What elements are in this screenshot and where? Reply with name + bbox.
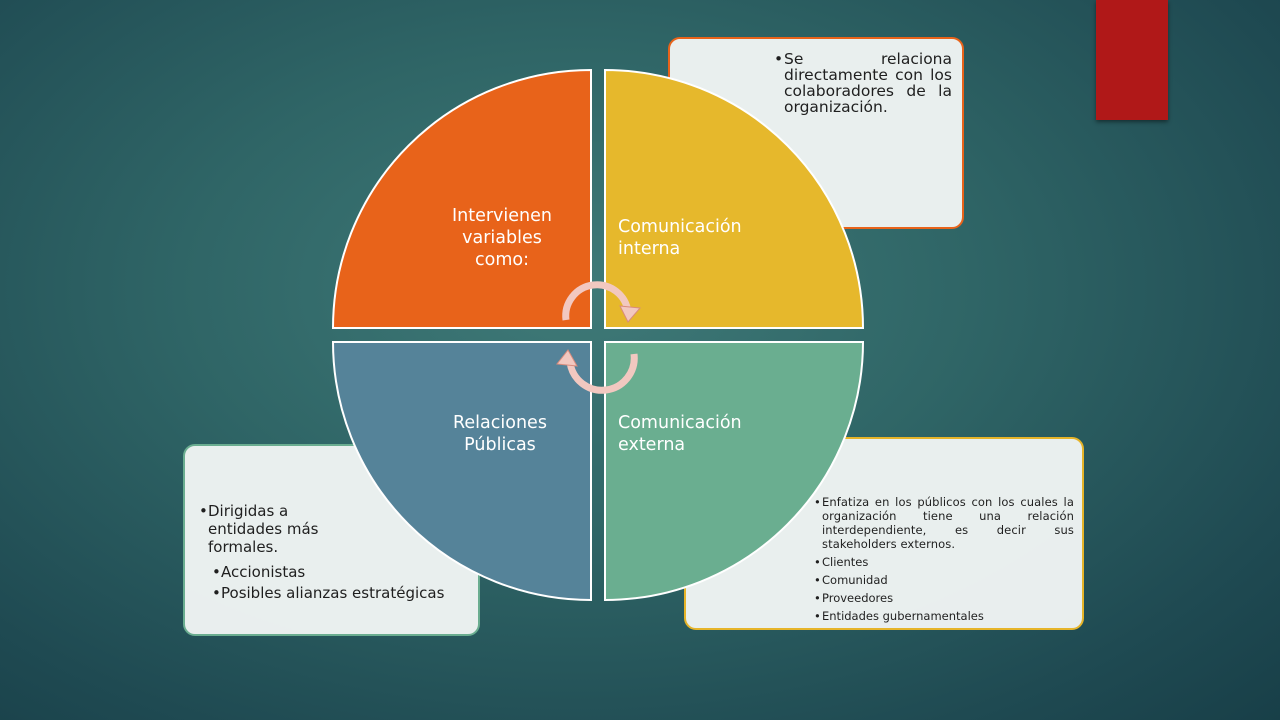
callout-comunicacion-interna: Se relaciona directamente con los colabo… <box>668 37 964 229</box>
quadrant-label-top-left: Intervienen variables como: <box>451 206 552 270</box>
quadrant-bottom-left <box>331 341 592 602</box>
callout-externa-sub-item: Comunidad <box>810 573 1074 587</box>
quadrant-label-bottom-left: Relaciones Públicas <box>453 413 547 455</box>
callout-relaciones-sub-item: Posibles alianzas estratégicas <box>199 584 466 602</box>
cycle-arrows-icon <box>556 281 642 394</box>
accent-tab <box>1096 0 1168 120</box>
quadrant-top-right <box>604 68 865 329</box>
callout-externa-sub-item: Entidades gubernamentales <box>810 609 1074 623</box>
quadrant-label-bottom-right: Comunicación externa <box>618 413 742 455</box>
quadrant-bottom-right <box>604 341 865 602</box>
callout-relaciones-sub-item: Accionistas <box>199 563 466 581</box>
quadrant-top-left <box>331 68 592 329</box>
callout-externa-sub-item: Clientes <box>810 555 1074 569</box>
callout-interna-bullet: Se relaciona directamente con los colabo… <box>774 51 952 115</box>
callout-externa-sub-item: Proveedores <box>810 591 1074 605</box>
callout-relaciones-main: Dirigidas a entidades más formales. <box>199 502 343 556</box>
quadrant-label-top-right: Comunicación interna <box>618 217 742 259</box>
callout-externa-main: Enfatiza en los públicos con los cuales … <box>814 495 1074 551</box>
